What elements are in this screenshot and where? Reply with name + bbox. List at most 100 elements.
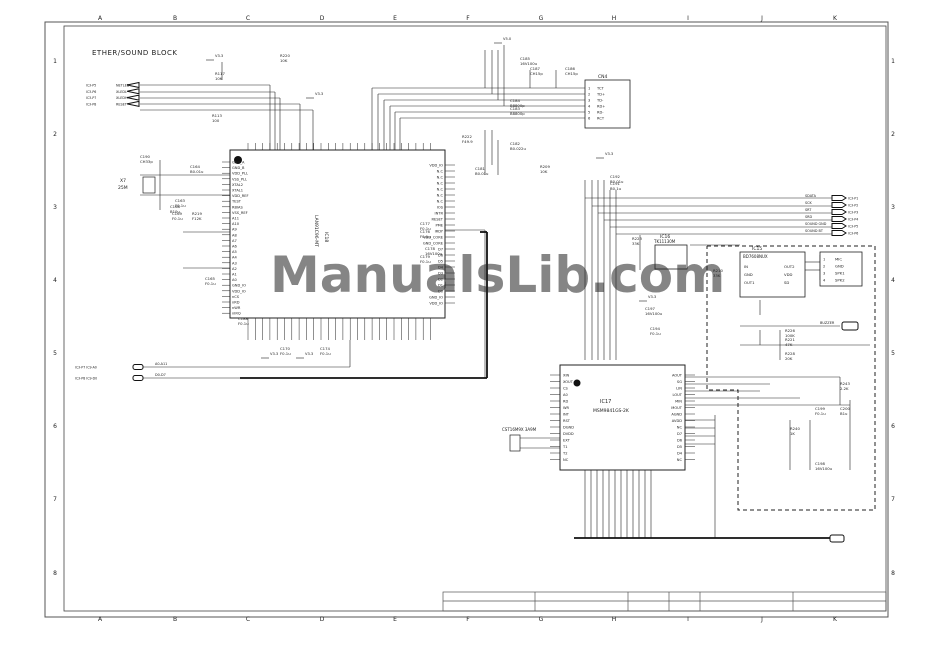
pin-label: DVDD xyxy=(563,432,574,436)
pin-label: LOUT xyxy=(672,393,682,397)
component-ref: C197 xyxy=(645,306,655,311)
net-name: SCK xyxy=(805,201,813,205)
component-ref: C188 xyxy=(238,316,248,321)
component-ref: C163 xyxy=(175,198,185,203)
connector-ref: IC3-P6 xyxy=(848,232,858,236)
power-label: V3.3 xyxy=(315,92,323,96)
pin-label: N.C xyxy=(437,170,444,174)
pin-label: VDD_IO xyxy=(232,289,246,293)
pin-label: D6 xyxy=(677,439,683,443)
connector-arrow xyxy=(126,88,140,95)
connector-arrow xyxy=(831,230,847,236)
pin-label: RD- xyxy=(597,111,604,115)
component-ref: C187 xyxy=(530,66,540,71)
component-value: B0.1u xyxy=(610,186,622,191)
grid-col-bottom: A xyxy=(98,616,103,623)
component-value: 16V100u xyxy=(520,61,538,66)
pin-label: D7 xyxy=(677,432,682,436)
pin-label: PME xyxy=(435,224,443,228)
component-ref: C181 xyxy=(475,166,485,171)
component-ref: R113 xyxy=(212,113,222,118)
thick-buses xyxy=(240,231,830,539)
pin-label: D5 xyxy=(677,445,682,449)
connector-ref: IC3-P6 xyxy=(86,90,96,94)
pin-label: A0 xyxy=(563,393,568,397)
component-ref: C192 xyxy=(610,174,620,179)
component-value: F0.1u xyxy=(650,331,661,336)
connector-ref: IC3-P7 IC9-A0 xyxy=(75,366,97,370)
buzzer-label: BUZZER xyxy=(820,321,835,325)
component-ref: C170 xyxy=(280,346,290,351)
component-ref: C194 xyxy=(650,326,660,331)
component-value: 16V100u xyxy=(815,466,833,471)
net-name: SRT xyxy=(805,208,812,212)
pin-number: 2 xyxy=(823,265,825,269)
component-value: F0.1u xyxy=(420,234,431,239)
component-value: 10K xyxy=(280,58,288,63)
pin-number: 5 xyxy=(588,111,590,115)
reg-ic-part: TK11130M xyxy=(653,239,676,244)
grid-row-right: 8 xyxy=(891,570,895,577)
pin-label: SG xyxy=(677,380,682,384)
grid-col-top: E xyxy=(393,15,397,22)
grid-col-top: F xyxy=(466,15,470,22)
pin-number: 3 xyxy=(588,99,590,103)
component-ref: R219 xyxy=(192,211,202,216)
component-value: B0.01u xyxy=(190,169,204,174)
grid-col-bottom: E xyxy=(393,616,397,623)
component-ref: R243 xyxy=(840,381,850,386)
connector-ref: IC3-P8 IC9-D0 xyxy=(75,377,97,381)
pin-label: A6 xyxy=(232,245,237,249)
component-value: 100K xyxy=(785,333,795,338)
pin-label: D4 xyxy=(677,452,683,456)
grid-row-left: 5 xyxy=(53,350,57,357)
component-value: CH15p xyxy=(530,71,543,76)
pin-number: 6 xyxy=(588,117,591,121)
pin-label: A10 xyxy=(232,222,240,226)
component-ref: C185 xyxy=(520,56,530,61)
component-value: B10u xyxy=(170,209,180,214)
net-name: RESET xyxy=(116,102,128,106)
grid-col-top: A xyxy=(98,15,103,22)
reg-ic-ref: IC16 xyxy=(660,234,670,240)
component-value: 10K xyxy=(540,169,548,174)
connector-ref: IC3-P2 xyxy=(848,204,858,208)
pin-label: OUT2 xyxy=(784,264,795,269)
component-value: F0.1u xyxy=(280,351,291,356)
grid-col-top: G xyxy=(539,15,544,22)
power-label: V3.3 xyxy=(605,152,613,156)
crystal-x7-value: 25M xyxy=(118,185,128,191)
pin-label: VDD_CORE xyxy=(423,236,444,240)
grid-row-left: 1 xyxy=(53,58,57,65)
component-ref: R223 xyxy=(632,236,642,241)
pin-label: MIC xyxy=(835,257,842,262)
pin-label: GND_B xyxy=(232,166,245,170)
grid-col-bottom: I xyxy=(687,616,689,623)
pin-label: VDD_REF xyxy=(232,194,249,198)
pin-label: RST xyxy=(563,419,571,423)
component-ref: C184 xyxy=(510,98,520,103)
pin-label: nCS xyxy=(232,295,240,299)
component-ref: R209 xyxy=(540,164,550,169)
pin-label: A11 xyxy=(232,217,239,221)
pin-label: IRDY xyxy=(435,230,444,234)
regulator-ic: IC16 TK11130M xyxy=(653,234,688,270)
pin-label: SD xyxy=(784,280,789,285)
pin-label: INT xyxy=(563,413,570,417)
pin-label: RCT xyxy=(597,117,605,121)
grid-row-left: 4 xyxy=(53,277,57,284)
pin-number: 1 xyxy=(588,87,590,91)
connector-ref: IC3-P1 xyxy=(848,197,858,201)
connector-ref: IC3-P8 xyxy=(86,102,96,106)
component-value: 10K xyxy=(215,76,223,81)
title-block xyxy=(442,591,887,612)
connector-ref: IC3-P5 xyxy=(848,225,858,229)
pin-label: A8 xyxy=(232,233,237,237)
pin-label: XTAL2 xyxy=(232,183,243,187)
component-value: 16V100u xyxy=(645,311,663,316)
pin-label: RBIAS xyxy=(232,205,243,209)
